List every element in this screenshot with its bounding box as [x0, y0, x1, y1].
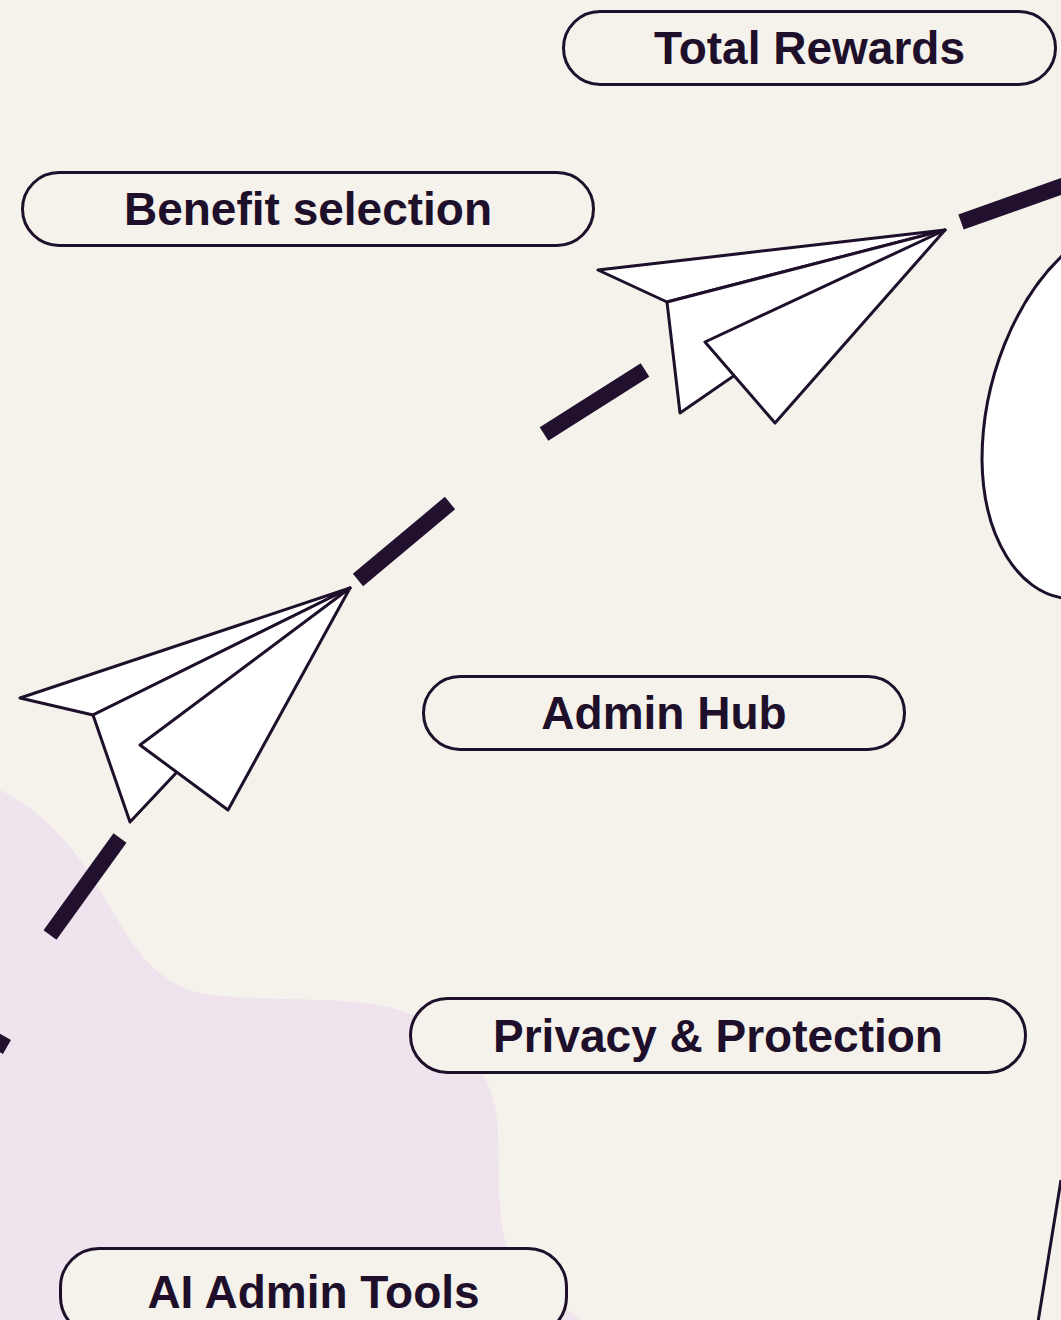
- pill-text: Privacy & Protection: [493, 1013, 943, 1059]
- pill-text: Benefit selection: [124, 186, 492, 232]
- flight-path: [0, 185, 1061, 1050]
- pill-label: Benefit selection: [21, 171, 595, 247]
- outline-line: [1038, 1180, 1061, 1320]
- pill-label: AI Admin Tools: [59, 1247, 568, 1320]
- pill-text: Total Rewards: [654, 25, 965, 71]
- pill-text: Admin Hub: [541, 690, 786, 736]
- pill-text: AI Admin Tools: [147, 1269, 479, 1315]
- pill-label: Total Rewards: [562, 10, 1057, 86]
- paper-plane: [20, 588, 350, 822]
- egg-shape: [982, 255, 1061, 598]
- pill-label: Admin Hub: [422, 675, 906, 751]
- pill-label: Privacy & Protection: [409, 997, 1027, 1074]
- paper-plane: [598, 230, 945, 423]
